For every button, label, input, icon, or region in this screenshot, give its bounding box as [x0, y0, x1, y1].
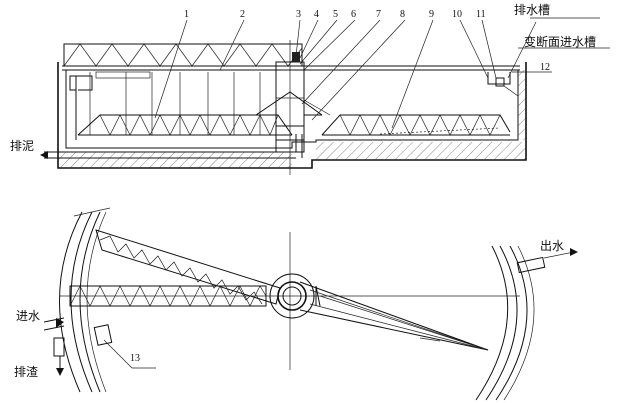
left-bracket: [69, 75, 93, 140]
outlet-pipe: [516, 248, 578, 274]
callout-4: 4: [314, 9, 319, 20]
right-tank-arc: [475, 245, 535, 401]
tank-wall: [57, 62, 527, 169]
label-drain-trough: 排水槽: [514, 3, 550, 17]
callout-12: 12: [540, 62, 550, 73]
label-water-inlet: 进水: [16, 309, 40, 323]
callout-9: 9: [429, 9, 434, 20]
callout-11: 11: [476, 9, 486, 20]
callout-10: 10: [452, 9, 462, 20]
right-hopper: [321, 114, 511, 136]
slag-box: [53, 324, 156, 376]
callout-8: 8: [400, 9, 405, 20]
section-view: [40, 17, 610, 175]
inlet-pipe: [43, 317, 65, 331]
callout-13: 13: [130, 353, 140, 364]
callout-leaders: [154, 17, 610, 129]
inlet-arrow: [56, 318, 64, 328]
slag-arrow: [56, 368, 64, 376]
callout-6: 6: [351, 9, 356, 20]
bridge-truss: [63, 43, 303, 67]
sludge-pipe: [40, 134, 303, 159]
label-water-outlet: 出水: [540, 239, 564, 253]
label-variable-section-inlet: 变断面进水槽: [524, 34, 596, 49]
label-sludge-discharge: 排泥: [10, 139, 34, 153]
label-slag-discharge: 排渣: [14, 365, 38, 379]
sludge-arrow: [40, 151, 48, 159]
inlet-cone: [255, 91, 331, 116]
horizontal-truss: [69, 285, 321, 307]
outlet-arrow: [570, 248, 578, 256]
left-tank-arc: [59, 207, 111, 393]
callout-1: 1: [184, 9, 189, 20]
plan-view: [43, 207, 578, 401]
callout-7: 7: [376, 9, 381, 20]
drive-motor: [292, 52, 300, 62]
filter-cells: [88, 69, 290, 135]
callout-3: 3: [296, 9, 301, 20]
rotating-arms: [299, 281, 489, 351]
callout-2: 2: [240, 9, 245, 20]
diagonal-truss: [95, 229, 281, 305]
callout-5: 5: [333, 9, 338, 20]
right-trough: [487, 72, 519, 97]
left-hopper: [77, 114, 293, 136]
